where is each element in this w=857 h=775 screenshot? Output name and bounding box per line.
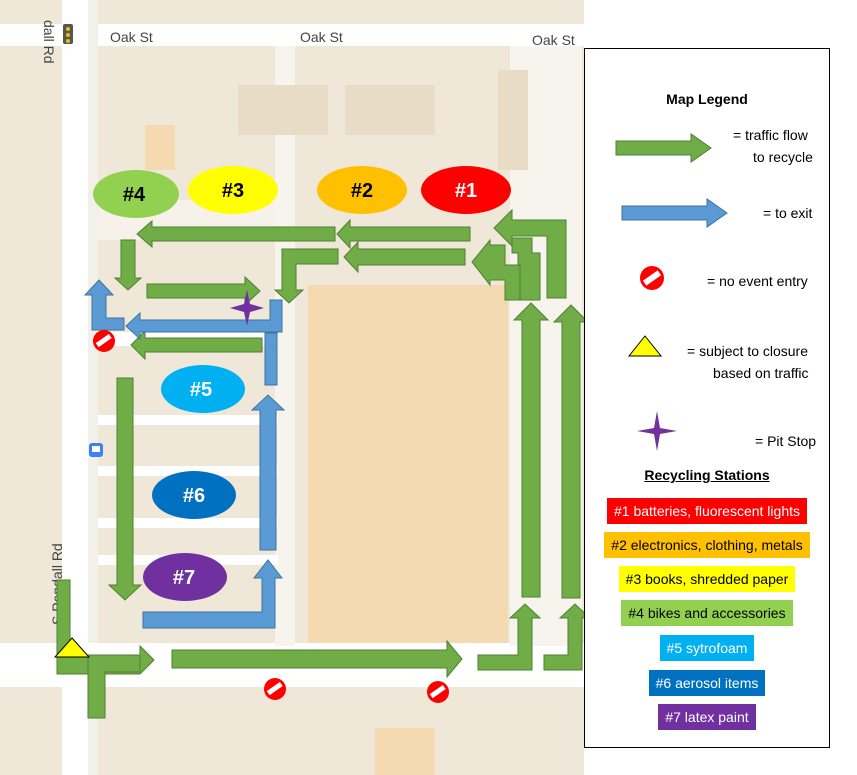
station-item-7: #7 latex paint <box>585 704 829 730</box>
legend-no-entry: = no event entry <box>707 273 808 289</box>
station-item-1: #1 batteries, fluorescent lights <box>585 498 829 524</box>
station-label-7: #7 <box>173 567 195 589</box>
street-label-oak-st-3: Oak St <box>532 32 575 48</box>
station-label-4: #4 <box>123 184 146 206</box>
map-legend: Map Legend = traffic flow to recycle = t… <box>584 48 830 748</box>
green-arrow-14 <box>512 302 550 598</box>
legend-pit-stop: = Pit Stop <box>755 433 817 449</box>
station-oval-6 <box>152 471 236 519</box>
no-entry-icon <box>93 330 115 352</box>
green-arrow-3 <box>343 240 466 274</box>
legend-traffic-flow-2: to recycle <box>753 149 813 165</box>
green-arrow-2 <box>136 219 336 249</box>
legend-closure-1: = subject to closure <box>687 343 809 359</box>
green-arrow-12 <box>477 603 542 671</box>
legend-traffic-flow-1: = traffic flow <box>733 127 808 143</box>
green-arrow-17 <box>493 208 567 299</box>
station-oval-7 <box>143 553 227 601</box>
station-label-3: #3 <box>222 180 244 202</box>
pit-stop-star-icon <box>637 411 677 451</box>
green-arrow-8 <box>107 377 143 601</box>
traffic-light-icon <box>63 24 73 44</box>
station-item-6: #6 aerosol items <box>585 670 829 696</box>
station-oval-3 <box>188 166 278 214</box>
green-arrow-1 <box>336 218 471 250</box>
legend-closure-2: based on traffic <box>713 365 809 381</box>
station-oval-2 <box>317 166 407 214</box>
buildings <box>145 70 528 775</box>
station-item-5: #5 sytrofoam <box>585 635 829 661</box>
station-oval-1 <box>421 166 511 214</box>
street-label-oak-st-2: Oak St <box>300 29 343 45</box>
bus-stop-icon <box>89 443 103 457</box>
station-markers: #1 #2 #3 #4 #5 #6 #7 <box>93 166 511 601</box>
green-arrow-7 <box>130 329 263 361</box>
station-oval-5 <box>161 365 245 413</box>
station-label-1: #1 <box>455 180 477 202</box>
green-arrow-icon <box>615 133 712 163</box>
green-arrow-11 <box>87 654 141 719</box>
station-item-label: #7 latex paint <box>658 704 756 730</box>
blue-arrow-2 <box>250 394 286 551</box>
station-item-2: #2 electronics, clothing, metals <box>585 532 829 558</box>
station-item-label: #3 books, shredded paper <box>618 566 796 592</box>
station-item-label: #6 aerosol items <box>648 670 766 696</box>
legend-to-exit: = to exit <box>763 205 813 221</box>
warning-triangle-icon <box>627 335 663 357</box>
blue-arrow-4 <box>125 299 283 341</box>
no-entry-icon <box>427 681 449 703</box>
green-arrow-15 <box>552 304 590 599</box>
pit-stop-star-icon <box>230 290 264 326</box>
street-label-road-top: dall Rd <box>41 20 57 64</box>
recycling-stations-title: Recycling Stations <box>644 467 770 483</box>
green-arrow-13 <box>543 603 592 671</box>
green-arrow-9 <box>171 639 463 679</box>
station-item-4: #4 bikes and accessories <box>585 600 829 626</box>
station-label-6: #6 <box>183 485 205 507</box>
no-entry-icon <box>264 678 286 700</box>
legend-title: Map Legend <box>666 91 748 107</box>
station-item-label: #1 batteries, fluorescent lights <box>607 498 807 524</box>
no-entry-icon <box>640 266 664 290</box>
traffic-flow-arrows <box>56 208 592 719</box>
station-oval-4 <box>93 170 179 218</box>
no-entry-icons <box>93 330 449 703</box>
green-arrow-18 <box>471 238 521 301</box>
station-item-label: #4 bikes and accessories <box>621 600 793 626</box>
green-arrow-5 <box>113 239 143 291</box>
station-item-label: #5 sytrofoam <box>659 635 755 661</box>
station-label-2: #2 <box>351 180 373 202</box>
street-label-oak-st-1: Oak St <box>110 29 153 45</box>
blue-arrow-1 <box>142 559 284 629</box>
green-arrow-4 <box>273 248 339 304</box>
blue-arrow-3 <box>264 332 278 386</box>
warning-triangle-icon <box>53 637 91 658</box>
blue-arrow-icon <box>621 198 728 228</box>
blue-arrow-5 <box>83 279 125 331</box>
station-item-3: #3 books, shredded paper <box>585 566 829 592</box>
station-item-label: #2 electronics, clothing, metals <box>604 532 810 558</box>
green-arrow-6 <box>146 275 261 307</box>
exit-arrows <box>83 279 286 629</box>
station-label-5: #5 <box>190 379 212 401</box>
